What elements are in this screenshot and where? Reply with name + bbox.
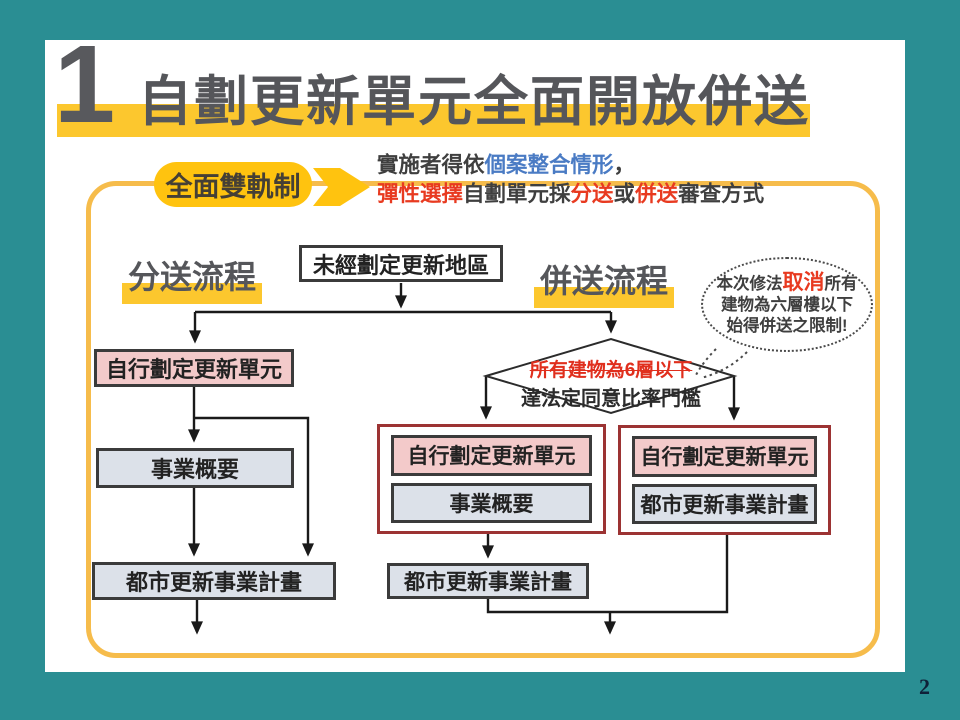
intro-seg: 彈性選擇 — [377, 182, 464, 206]
decision-threshold-text: 達法定同意比率門檻 — [521, 388, 701, 410]
arrow-right-icon — [313, 168, 370, 206]
right-renewal-plan-box: 都市更新事業計畫 — [632, 483, 817, 524]
flowchart-frame — [86, 181, 880, 658]
decision-label: 所有建物為6層以下 達法定同意比率門檻 — [491, 355, 731, 411]
callout-seg: 所有 — [824, 275, 858, 293]
right-group-box: 自行劃定更新單元 都市更新事業計畫 — [618, 425, 831, 535]
left-business-summary-box: 事業概要 — [96, 448, 294, 488]
intro-line-2: 彈性選擇自劃單元採分送或併送審查方式 — [377, 180, 764, 209]
title-highlight-bar — [57, 104, 810, 137]
middle-group-box: 自行劃定更新單元 事業概要 — [377, 424, 606, 534]
callout-bubble: 本次修法取消所有 建物為六層樓以下 始得併送之限制! — [701, 257, 873, 352]
left-self-delineate-box: 自行劃定更新單元 — [94, 349, 294, 387]
intro-seg: 審查方式 — [678, 182, 765, 206]
callout-line-2: 建物為六層樓以下 — [721, 296, 853, 314]
intro-seg: 自劃單元採 — [463, 182, 571, 206]
right-self-delineate-box: 自行劃定更新單元 — [632, 436, 817, 477]
left-process-label: 分送流程 — [122, 252, 263, 304]
intro-seg: 併送 — [635, 182, 679, 206]
intro-seg: 或 — [613, 182, 636, 206]
intro-text: 實施者得依個案整合情形， 彈性選擇自劃單元採分送或併送審查方式 — [377, 151, 764, 209]
start-node: 未經劃定更新地區 — [299, 245, 503, 282]
middle-renewal-plan-box: 都市更新事業計畫 — [387, 563, 589, 599]
middle-business-summary-box: 事業概要 — [391, 482, 592, 523]
callout-seg-red: 取消 — [782, 271, 825, 294]
left-renewal-plan-box: 都市更新事業計畫 — [92, 562, 336, 600]
callout-seg: 本次修法 — [716, 275, 783, 293]
decision-strikethrough-text: 所有建物為6層以下 — [529, 360, 693, 381]
intro-seg: 實施者得依 — [377, 153, 485, 177]
page-number: 2 — [919, 674, 930, 699]
intro-seg: 分送 — [570, 182, 614, 206]
intro-seg: ， — [613, 153, 636, 177]
callout-line-3: 始得併送之限制! — [726, 317, 848, 335]
dual-track-badge: 全面雙軌制 — [154, 162, 312, 207]
slide-title: 自劃更新單元全面開放併送 — [138, 72, 810, 132]
right-process-label: 併送流程 — [534, 256, 675, 308]
callout-line-1: 本次修法取消所有 — [717, 272, 858, 295]
middle-self-delineate-box: 自行劃定更新單元 — [391, 435, 592, 476]
intro-line-1: 實施者得依個案整合情形， — [377, 151, 764, 180]
intro-seg: 個案整合情形 — [484, 153, 614, 177]
slide-number: 1 — [54, 23, 116, 146]
